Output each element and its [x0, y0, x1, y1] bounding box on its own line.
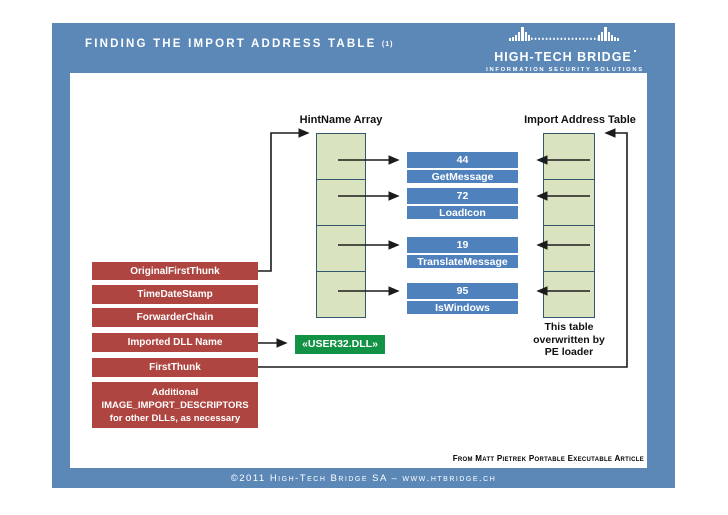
- import-name-box: IsWindows: [407, 301, 518, 314]
- logo-name-text: HIGH-TECH BRIDGE: [494, 50, 632, 64]
- import-hint-box: 95: [407, 283, 518, 299]
- dll-name-box: «USER32.DLL»: [295, 335, 385, 354]
- hintname-cell: [316, 133, 366, 180]
- import-name-box: TranslateMessage: [407, 255, 518, 268]
- descriptor-field-forwarderchain: ForwarderChain: [92, 308, 258, 327]
- logo-trademark-dot: [633, 50, 636, 52]
- import-name-box: LoadIcon: [407, 206, 518, 219]
- descriptor-extra-line: IMAGE_IMPORT_DESCRIPTORS: [101, 400, 249, 411]
- descriptor-field-imported-dll-name: Imported DLL Name: [92, 333, 258, 352]
- import-hint-box: 19: [407, 237, 518, 253]
- hintname-cell: [316, 226, 366, 272]
- import-address-table-label: Import Address Table: [524, 114, 636, 126]
- hintname-cell: [316, 272, 366, 318]
- slide-content-area: HintName Array Import Address Table 44 G…: [70, 73, 647, 468]
- slide-background: FINDING THE IMPORT ADDRESS TABLE (1) HIG…: [52, 23, 675, 488]
- note-line: PE loader: [544, 346, 594, 358]
- descriptor-field-timedatestamp: TimeDateStamp: [92, 285, 258, 304]
- hintname-cell: [316, 180, 366, 226]
- arrow-originalfirstthunk-to-hintname: [258, 128, 310, 272]
- descriptor-extra-line: Additional: [151, 387, 199, 398]
- footer-copyright: ©2011 High-Tech Bridge SA – www.htbridge…: [230, 473, 497, 484]
- slide-title: FINDING THE IMPORT ADDRESS TABLE (1): [85, 38, 393, 50]
- iat-cell: [543, 226, 595, 272]
- note-line: This table: [544, 321, 594, 333]
- descriptor-extra-line: for other DLLs, as necessary: [109, 413, 241, 424]
- hintname-array-label: HintName Array: [299, 114, 383, 126]
- iat-cell: [543, 133, 595, 180]
- iat-cell: [543, 180, 595, 226]
- company-logo: HIGH-TECH BRIDGE INFORMATION SECURITY SO…: [483, 25, 647, 73]
- iat-cell: [543, 272, 595, 318]
- iat-overwrite-note: This table overwritten by PE loader: [514, 321, 624, 359]
- logo-tagline: INFORMATION SECURITY SOLUTIONS: [486, 67, 644, 73]
- source-attribution: From Matt Pietrek Portable Executable Ar…: [452, 454, 644, 463]
- bridge-icon: [509, 27, 619, 41]
- descriptor-field-additional: Additional IMAGE_IMPORT_DESCRIPTORS for …: [92, 382, 258, 428]
- import-hint-box: 44: [407, 152, 518, 168]
- descriptor-field-firstthunk: FirstThunk: [92, 358, 258, 377]
- descriptor-field-originalfirstthunk: OriginalFirstThunk: [92, 262, 258, 280]
- import-address-table-column: [543, 133, 595, 318]
- hintname-array-column: [316, 133, 366, 318]
- logo-name: HIGH-TECH BRIDGE: [483, 50, 647, 64]
- import-name-box: GetMessage: [407, 170, 518, 183]
- note-line: overwritten by: [533, 333, 605, 346]
- slide-title-text: FINDING THE IMPORT ADDRESS TABLE: [85, 38, 377, 50]
- import-hint-box: 72: [407, 188, 518, 204]
- slide-title-number: (1): [381, 41, 394, 48]
